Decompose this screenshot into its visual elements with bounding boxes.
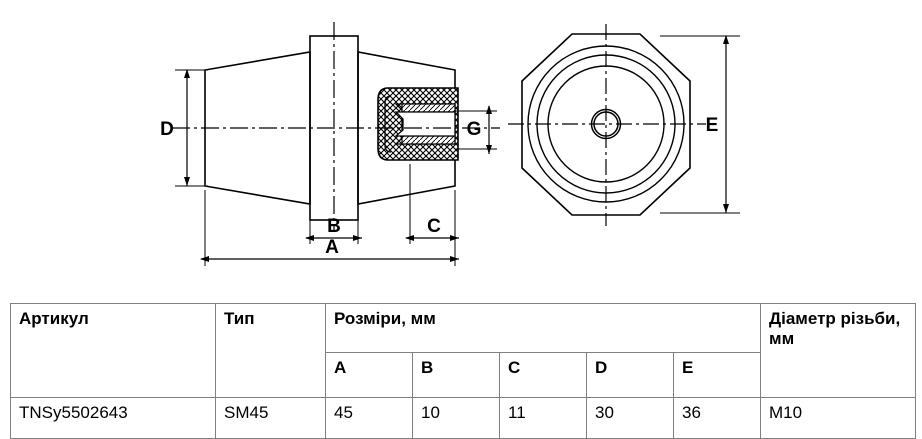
cell-thread: M10 bbox=[760, 397, 917, 439]
header-thread-diameter: Діаметр різьби, мм bbox=[760, 303, 917, 398]
dimension-label-A: A bbox=[325, 237, 339, 258]
technical-drawing-area: D G B bbox=[160, 22, 740, 266]
octagon-outline bbox=[521, 33, 691, 216]
dimension-label-C: C bbox=[427, 216, 441, 237]
header-thread-diameter-line1: Діаметр різьби, bbox=[769, 309, 901, 328]
header-sizes-group: Розміри, мм bbox=[324, 303, 762, 353]
header-dim-c: C bbox=[499, 352, 587, 398]
front-octagon-view: E bbox=[508, 24, 740, 226]
cell-dim-e: 36 bbox=[672, 397, 762, 439]
table-header-row-primary: Артикул Тип Розміри, мм Діаметр різьби, … bbox=[10, 303, 917, 398]
table-header-row-dims: A B C D E bbox=[11, 352, 916, 398]
cell-type: SM45 bbox=[215, 397, 326, 439]
dimension-A bbox=[200, 190, 459, 266]
dimension-G bbox=[455, 105, 497, 154]
header-article: Артикул bbox=[10, 303, 216, 398]
cell-dim-d: 30 bbox=[586, 397, 674, 439]
header-thread-diameter-line2: мм bbox=[769, 328, 795, 348]
dimension-E bbox=[660, 35, 740, 214]
side-section-view: D G B bbox=[160, 22, 500, 266]
dimension-label-E: E bbox=[706, 115, 719, 136]
header-type: Тип bbox=[215, 303, 326, 398]
cell-dim-a: 45 bbox=[325, 397, 413, 439]
dimension-label-G: G bbox=[467, 119, 482, 140]
spec-table: Артикул Тип Розміри, мм Діаметр різьби, … bbox=[10, 303, 917, 439]
cell-dim-c: 11 bbox=[499, 397, 587, 439]
spec-table-container: Артикул Тип Розміри, мм Діаметр різьби, … bbox=[10, 303, 917, 439]
header-dim-a: A bbox=[325, 352, 413, 398]
table-row: TNSy5502643 SM45 45 10 11 30 36 M10 bbox=[10, 397, 917, 439]
page-root: D G B bbox=[10, 22, 917, 439]
header-dim-d: D bbox=[586, 352, 674, 398]
technical-drawing-svg: D G B bbox=[160, 22, 740, 266]
header-dim-e: E bbox=[672, 352, 762, 398]
dimension-label-B: B bbox=[327, 216, 341, 237]
dimension-B bbox=[305, 216, 362, 244]
header-dim-b: B bbox=[412, 352, 500, 398]
dimension-D bbox=[175, 69, 208, 187]
cell-article: TNSy5502643 bbox=[10, 397, 216, 439]
dimension-label-D: D bbox=[160, 119, 174, 140]
threaded-insert bbox=[377, 87, 459, 161]
outer-circle bbox=[527, 45, 685, 203]
cell-dim-b: 10 bbox=[412, 397, 500, 439]
